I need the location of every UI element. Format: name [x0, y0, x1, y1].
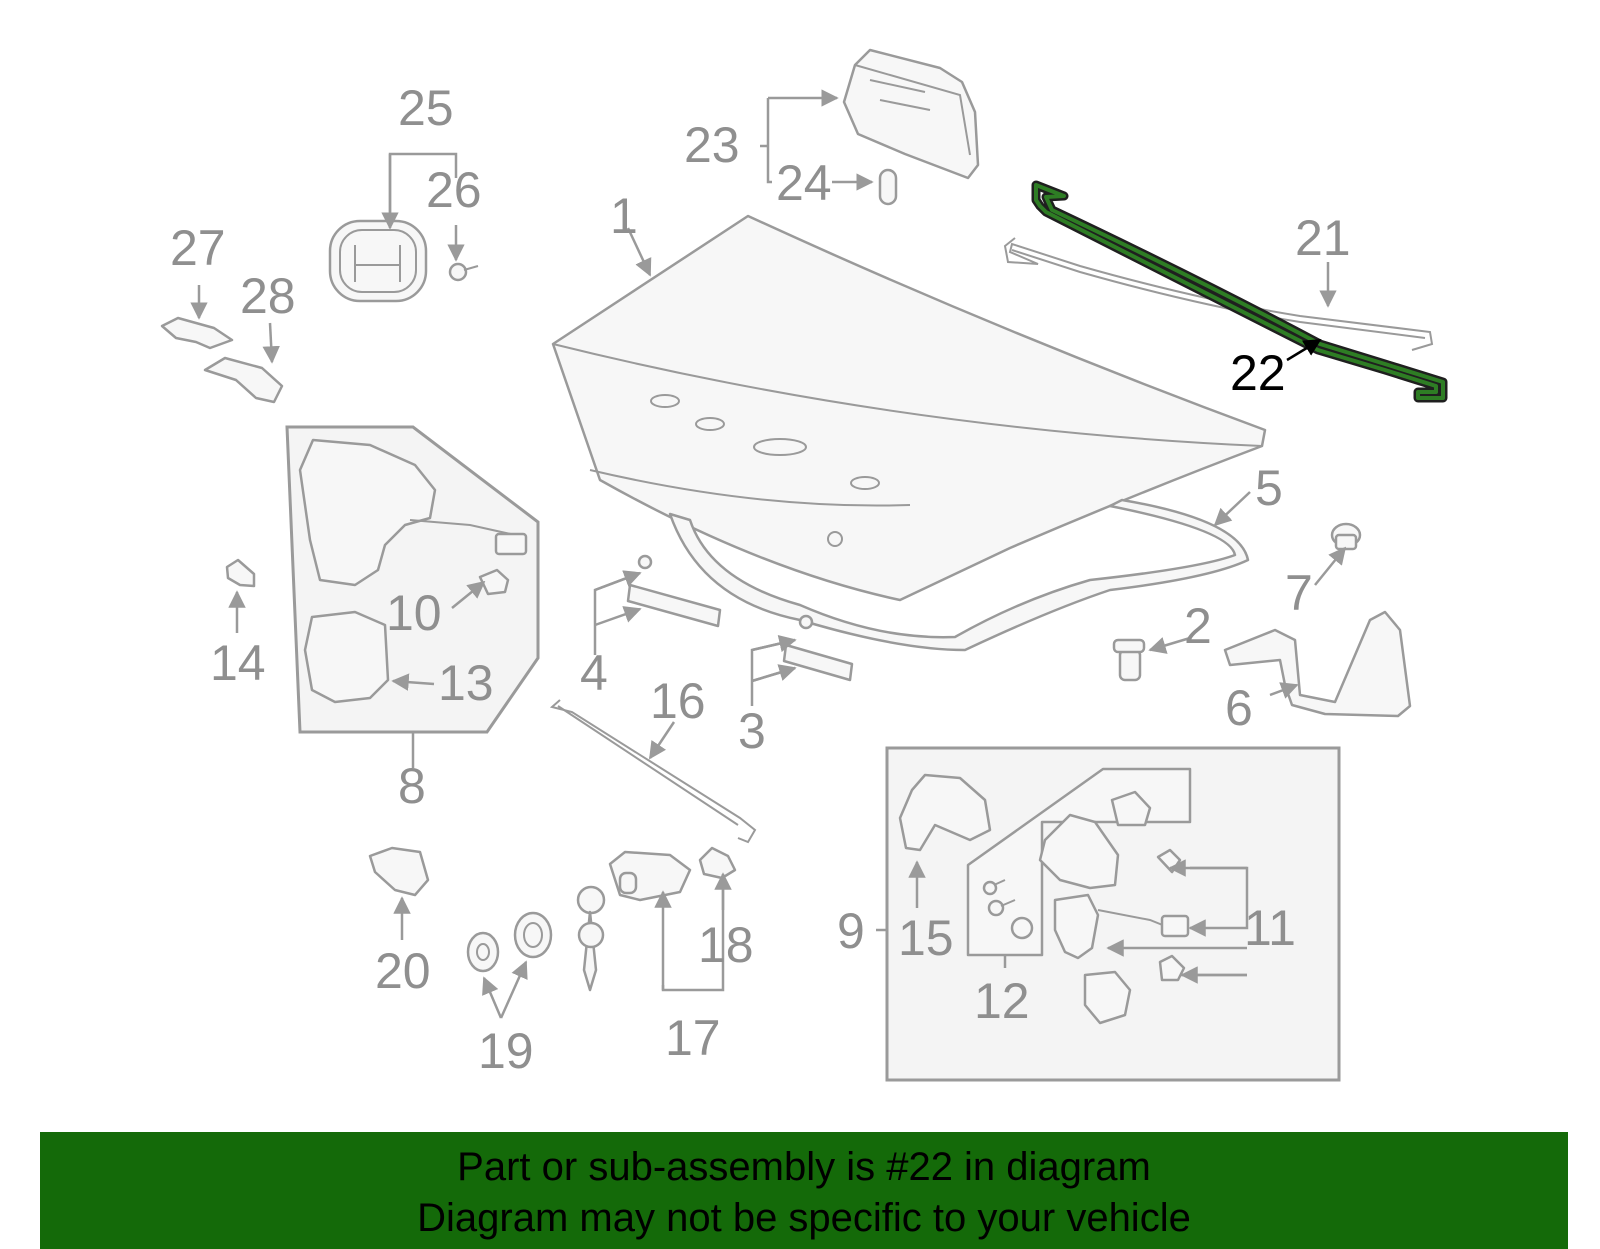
- trunk-lid-part: [551, 214, 1267, 602]
- banner-line-disclaimer: Diagram may not be specific to your vehi…: [417, 1196, 1191, 1240]
- callout-2: 2: [1184, 598, 1212, 654]
- callout-6: 6: [1225, 680, 1253, 736]
- callout-5: 5: [1255, 460, 1283, 516]
- torsion-bar-22-highlighted: [1031, 180, 1448, 403]
- info-banner: Part or sub-assembly is #22 in diagram D…: [40, 1132, 1568, 1249]
- bracket-20-part: [368, 846, 430, 897]
- callout-20: 20: [375, 943, 431, 999]
- callout-14: 14: [210, 635, 266, 691]
- callout-18: 18: [698, 917, 754, 973]
- callout-27: 27: [170, 220, 226, 276]
- weatherstrip-part: [668, 498, 1250, 652]
- callout-19: 19: [478, 1023, 534, 1079]
- callout-11: 11: [1244, 900, 1296, 956]
- callout-1: 1: [610, 188, 638, 244]
- clip-18-part: [698, 846, 737, 880]
- callout-8: 8: [398, 758, 426, 814]
- bumper-2-part: [1112, 638, 1146, 682]
- callout-7: 7: [1285, 565, 1313, 621]
- callout-24: 24: [776, 155, 832, 211]
- grommet-19-part: [466, 911, 553, 973]
- callout-10: 10: [386, 585, 442, 641]
- bulb-24-part: [878, 168, 898, 206]
- screws-12-part: [982, 879, 1034, 940]
- actuator-11-part: [1038, 790, 1190, 1025]
- callout-4: 4: [580, 645, 608, 701]
- leader-lines: [190, 89, 1347, 1019]
- callout-13: 13: [438, 655, 494, 711]
- latch-13-part: [303, 610, 390, 704]
- callout-28: 28: [240, 268, 296, 324]
- callout-22: 22: [1230, 345, 1286, 401]
- emblem-28-part: [203, 356, 284, 404]
- clip-14-part: [225, 558, 256, 588]
- lock-cylinder-17-part: [608, 850, 692, 902]
- cable-16-part: [549, 699, 757, 844]
- handle-15-part: [898, 773, 992, 852]
- callout-16: 16: [650, 673, 706, 729]
- cap-7-part: [1330, 522, 1362, 551]
- hinge-4-part: [626, 554, 722, 628]
- callout-labels: 1 2 3 4 5 6 7 8 9 10 11 12 13 14 15 16 1…: [170, 80, 1351, 1079]
- callout-21: 21: [1295, 210, 1351, 266]
- callout-23: 23: [684, 117, 740, 173]
- trunk-light-23-part: [842, 48, 980, 180]
- callout-12: 12: [974, 973, 1030, 1029]
- emblem-27-part: [160, 316, 234, 350]
- bracket-6-part: [1223, 610, 1412, 718]
- callout-26: 26: [426, 162, 482, 218]
- torsion-bar-21-part: [1003, 237, 1434, 351]
- callout-9: 9: [837, 903, 865, 959]
- callout-15: 15: [898, 910, 954, 966]
- emblem-25-part: [328, 219, 428, 303]
- nut-26-part: [448, 262, 479, 282]
- hinge-3-part: [782, 614, 854, 682]
- clip-10-part: [478, 568, 510, 596]
- latch-assembly-8: [298, 438, 528, 587]
- key-part: [576, 885, 606, 992]
- callout-17: 17: [665, 1010, 721, 1066]
- banner-line-part-number: Part or sub-assembly is #22 in diagram: [457, 1145, 1151, 1189]
- callout-3: 3: [738, 703, 766, 759]
- callout-25: 25: [398, 80, 454, 136]
